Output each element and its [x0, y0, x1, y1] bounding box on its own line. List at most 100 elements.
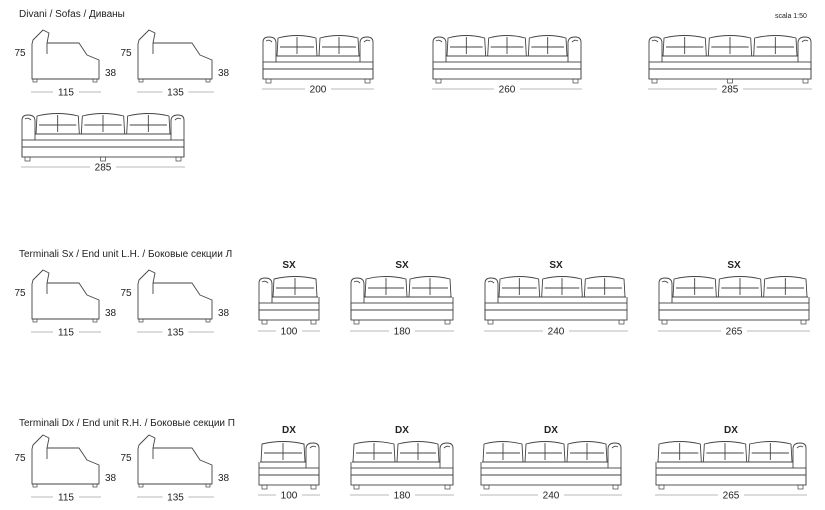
- armrest-scroll: [651, 39, 659, 43]
- width-label: 115: [58, 328, 74, 339]
- front-view: SX: [258, 260, 320, 325]
- width-label: 100: [281, 491, 298, 502]
- foot: [100, 156, 106, 162]
- sofa-base: [21, 139, 185, 158]
- sofa-base: [258, 467, 320, 486]
- back-cushion: [541, 276, 583, 298]
- foot: [802, 78, 809, 84]
- armrest-scroll: [571, 39, 579, 43]
- foot: [797, 484, 804, 490]
- back-cushion: [482, 441, 524, 463]
- module-label: DX: [544, 425, 558, 436]
- foot: [205, 483, 211, 488]
- back-cushion: [672, 276, 717, 298]
- sofa-profile: [137, 434, 213, 485]
- foot: [138, 483, 144, 488]
- sofa-base: [480, 467, 622, 486]
- scale-label: scala 1:50: [775, 13, 807, 20]
- sofa-base: [350, 467, 454, 486]
- foot: [364, 78, 371, 84]
- width-label: 240: [543, 491, 560, 502]
- foot: [24, 156, 31, 162]
- front-view: [262, 35, 374, 84]
- width-label: 240: [548, 327, 565, 338]
- back-cushion: [753, 35, 798, 57]
- armrest-scroll: [174, 117, 182, 121]
- foot: [658, 484, 665, 490]
- seat-height-label: 38: [218, 308, 230, 319]
- sofa-base: [658, 302, 810, 321]
- back-cushion: [498, 276, 541, 298]
- foot: [435, 78, 442, 84]
- back-cushion: [80, 113, 126, 135]
- back-cushion: [662, 35, 707, 57]
- foot: [487, 319, 494, 325]
- front-view: SX: [350, 260, 454, 325]
- back-cushion: [396, 441, 440, 463]
- armrest-right: [792, 442, 807, 485]
- width-label: 135: [167, 328, 184, 339]
- front-view: DX: [655, 425, 807, 490]
- width-label: 285: [722, 85, 739, 96]
- foot: [32, 483, 38, 488]
- seat-height-label: 38: [105, 68, 117, 79]
- foot: [612, 484, 619, 490]
- foot: [92, 318, 98, 323]
- back-cushion: [583, 276, 626, 298]
- height-label: 75: [120, 48, 132, 59]
- foot: [261, 484, 268, 490]
- back-cushion: [446, 35, 487, 57]
- armrest-right: [305, 442, 320, 485]
- front-view: [432, 35, 582, 84]
- front-view: DX: [258, 425, 320, 490]
- back-cushion: [763, 276, 808, 298]
- armrest-left: [484, 277, 499, 320]
- sofa-profile: [31, 269, 100, 320]
- front-view: DX: [480, 425, 622, 490]
- height-label: 75: [14, 48, 26, 59]
- seat-height-label: 38: [218, 473, 230, 484]
- armrest-right: [567, 36, 582, 79]
- foot: [353, 484, 360, 490]
- foot: [265, 78, 272, 84]
- armrest-scroll: [801, 39, 809, 43]
- foot: [651, 78, 658, 84]
- foot: [205, 78, 211, 83]
- foot: [32, 78, 38, 83]
- front-view: [21, 113, 185, 162]
- back-cushion: [748, 441, 793, 463]
- foot: [353, 319, 360, 325]
- foot: [92, 483, 98, 488]
- section-title-sofas: Divani / Sofas / Диваны: [19, 9, 125, 20]
- armrest-scroll: [435, 39, 443, 43]
- back-cushion: [702, 441, 748, 463]
- module-label: DX: [282, 425, 296, 436]
- sofa-base: [262, 61, 374, 80]
- sofa-base: [484, 302, 628, 321]
- foot: [483, 484, 490, 490]
- armrest-left: [350, 277, 365, 320]
- height-label: 75: [120, 453, 132, 464]
- height-label: 75: [14, 453, 26, 464]
- module-label: SX: [282, 260, 296, 271]
- back-cushion: [260, 441, 306, 463]
- foot: [205, 318, 211, 323]
- armrest-scroll: [363, 39, 371, 43]
- armrest-left: [21, 114, 36, 157]
- width-label: 180: [394, 327, 411, 338]
- back-cushion: [126, 113, 171, 135]
- armrest-scroll: [309, 445, 317, 449]
- sofa-base: [432, 61, 582, 80]
- back-cushion: [566, 441, 608, 463]
- back-cushion: [408, 276, 452, 298]
- armrest-scroll: [261, 280, 269, 284]
- back-cushion: [527, 35, 568, 57]
- foot: [175, 156, 182, 162]
- sofa-profile: [137, 269, 213, 320]
- armrest-scroll: [661, 280, 669, 284]
- back-cushion: [352, 441, 396, 463]
